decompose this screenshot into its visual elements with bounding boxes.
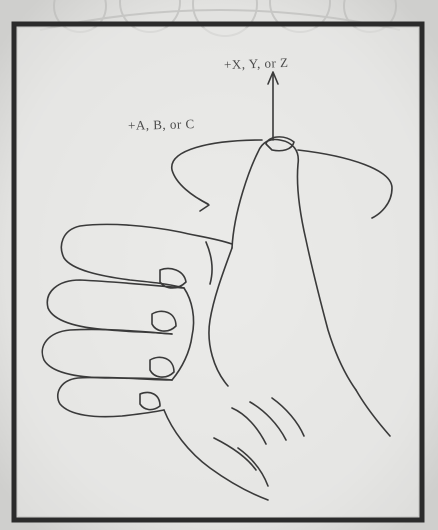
linear-axis-label: +X, Y, or Z — [224, 56, 289, 71]
rotary-axis-label: +A, B, or C — [128, 117, 195, 132]
figure-inner-panel — [18, 28, 418, 516]
